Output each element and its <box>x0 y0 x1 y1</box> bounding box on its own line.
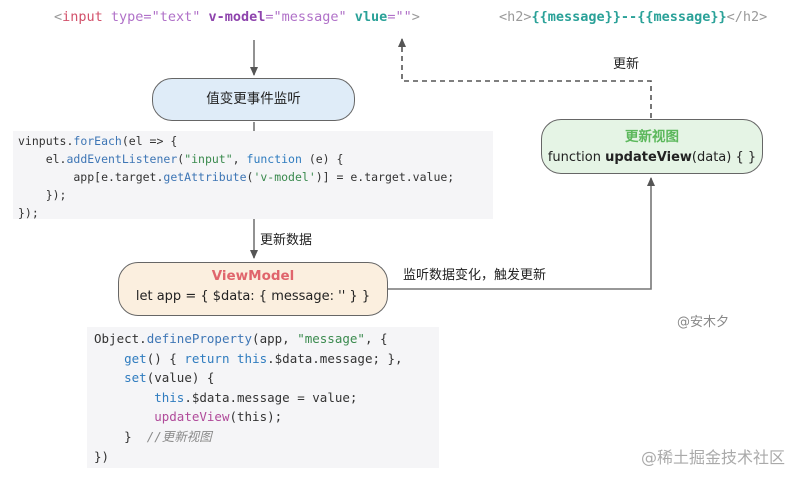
event-listener-node: 值变更事件监听 <box>152 78 355 121</box>
viewmodel-body: let app = { $data: { message: '' } } <box>135 289 371 304</box>
code-token: , <box>232 152 247 166</box>
code-token: = <box>265 9 274 25</box>
code-token: } <box>94 428 147 444</box>
code-token: "text" <box>151 9 201 25</box>
code-token: v-model <box>200 9 266 25</box>
code-token: set <box>94 370 147 386</box>
viewmodel-title: ViewModel <box>211 268 295 284</box>
code-token: .$data.message = value; <box>184 389 358 405</box>
signature-fn-name: updateView <box>605 150 692 165</box>
code-token: () { <box>146 350 185 366</box>
code-token: ( <box>177 152 185 166</box>
code-token: "message" <box>273 9 347 25</box>
code-token: //更新视图 <box>146 428 212 444</box>
code-token: {{message}} <box>637 9 727 25</box>
code-token: this <box>154 389 185 405</box>
code-token: < <box>54 9 63 25</box>
code-token: (value) { <box>146 370 215 386</box>
code-token: vlue <box>346 9 388 25</box>
code-token: function <box>246 152 302 166</box>
code-token: > <box>411 9 420 25</box>
viewmodel-node: ViewModel let app = { $data: { message: … <box>118 262 388 316</box>
code-token: (app, <box>252 331 298 346</box>
code-line: } //更新视图 <box>94 427 439 447</box>
code-token: "" <box>395 9 412 25</box>
code-token: input <box>62 9 103 25</box>
code-token: )] = e.target.value; <box>315 170 455 184</box>
code-token: .$data.message; }, <box>267 350 403 366</box>
code-line: }); <box>18 206 39 220</box>
code-token: = <box>387 9 396 25</box>
code-line: get() { return this.$data.message; }, <box>94 349 439 369</box>
update-data-label: 更新数据 <box>260 233 313 248</box>
code-token: defineProperty <box>146 331 253 346</box>
code-token: (this); <box>229 409 283 425</box>
code-token: {{message}} <box>531 9 621 25</box>
code-token: , { <box>364 331 388 346</box>
event-binding-code-block: vinputs.forEach(el => { el.addEventListe… <box>13 131 493 220</box>
code-token <box>229 351 237 366</box>
code-token: ( <box>246 170 254 184</box>
arrow-viewmodel-to-update <box>388 177 655 290</box>
listen-change-label: 监听数据变化，触发更新 <box>403 268 547 283</box>
signature-prefix: function <box>547 150 606 165</box>
code-token: app[e.target. <box>18 170 164 184</box>
code-line: this.$data.message = value; <box>94 388 439 408</box>
code-token: "message" <box>297 331 365 346</box>
code-line: }); <box>18 188 67 202</box>
code-line: el.addEventListener("input", function (e… <box>18 150 493 168</box>
define-property-code-block: Object.defineProperty(app, "message", { … <box>87 327 439 468</box>
site-watermark: @稀土掘金技术社区 <box>641 448 786 467</box>
event-listener-label: 值变更事件监听 <box>206 91 301 107</box>
code-line: set(value) { <box>94 368 439 388</box>
code-token: updateView <box>154 409 230 425</box>
update-view-node: 更新视图 function updateView(data) { } <box>541 119 763 174</box>
h2-template-code: <h2>{{message}}--{{message}}</h2> <box>499 9 767 25</box>
code-line: }) <box>94 448 110 464</box>
code-line: vinputs.forEach(el => { <box>18 132 493 150</box>
code-token: (e) { <box>301 152 344 166</box>
code-line: Object.defineProperty(app, "message", { <box>94 329 439 349</box>
code-token <box>94 409 154 424</box>
code-token: 'v-model' <box>253 170 316 184</box>
code-token: forEach <box>73 134 122 148</box>
code-token: addEventListener <box>66 152 178 166</box>
code-token: vinputs. <box>18 134 74 148</box>
code-token: this <box>237 350 268 366</box>
update-label: 更新 <box>613 57 640 72</box>
code-token <box>94 390 154 405</box>
code-token: Object. <box>94 331 147 346</box>
code-token: (el => { <box>121 134 178 148</box>
code-line: updateView(this); <box>94 407 439 427</box>
code-token: </h2> <box>726 9 768 25</box>
code-token: "input" <box>184 152 233 166</box>
code-line: app[e.target.getAttribute('v-model')] = … <box>18 168 493 186</box>
code-token: return <box>184 350 230 366</box>
arrow-update-to-h2 <box>398 38 652 118</box>
update-view-title: 更新视图 <box>625 129 679 145</box>
code-token: -- <box>620 9 638 25</box>
code-token: el. <box>18 152 67 166</box>
code-token: get <box>94 350 147 366</box>
author-watermark: @安木夕 <box>677 315 730 330</box>
signature-suffix: (data) { } <box>691 150 757 165</box>
code-token: type= <box>102 9 152 25</box>
code-token: getAttribute <box>163 170 247 184</box>
input-template-code: <input type="text" v-model="message" vlu… <box>54 9 420 25</box>
code-token: <h2> <box>499 9 532 25</box>
update-view-signature: function updateView(data) { } <box>542 150 762 165</box>
